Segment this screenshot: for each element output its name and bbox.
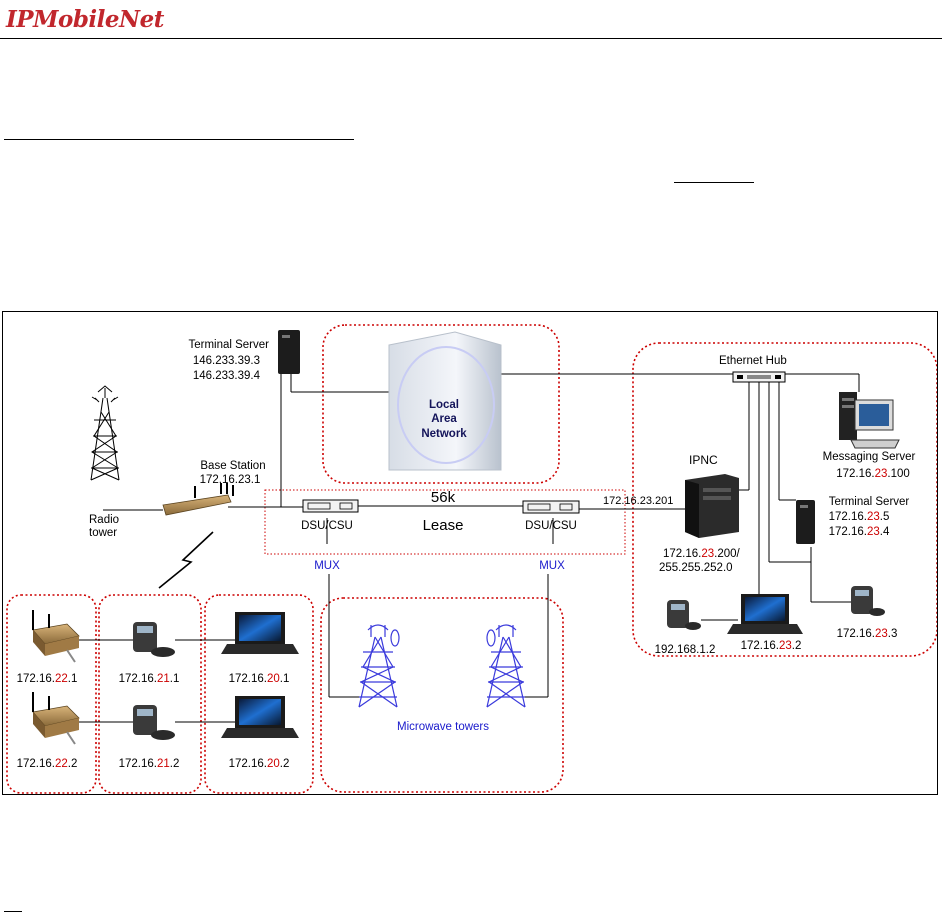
company-logo: IPMobileNet <box>6 6 164 33</box>
mux-right-label: MUX <box>539 560 565 572</box>
heading-underline <box>4 139 354 140</box>
phone-1-icon <box>133 622 175 657</box>
terminal-server-right-icon <box>796 500 815 544</box>
laptop-1-ip: 172.16.20.1 <box>229 673 290 685</box>
lease-group-border <box>264 489 626 555</box>
ipnc-label: IPNC <box>689 453 718 467</box>
lease-label-1: 56k <box>431 489 456 506</box>
ethernet-hub-icon <box>732 371 786 383</box>
lan-group-border <box>322 324 560 484</box>
laptop-1-icon <box>221 612 299 654</box>
lan-label-1: Local <box>429 399 459 411</box>
radio-tower-label-1: Radio <box>89 514 119 526</box>
phone-right-2-icon <box>851 586 885 616</box>
radio-tower-icon <box>90 385 120 481</box>
messaging-server-icon <box>839 392 900 449</box>
phone-2-ip: 172.16.21.2 <box>119 758 180 770</box>
modem-2-icon <box>32 692 80 745</box>
radio-tower-label-2: tower <box>89 527 117 539</box>
microwave-towers-label: Microwave towers <box>397 721 489 733</box>
mux-left-label: MUX <box>314 560 340 572</box>
base-station-label: Base Station <box>200 460 265 472</box>
network-diagram-svg: Local Area Network Terminal Server 146.2… <box>6 324 937 794</box>
ipnc-ip: 172.16.23.200/ <box>663 548 741 560</box>
dsu-csu-left-label: DSU/CSU <box>301 520 353 532</box>
lan-label-2: Area <box>431 413 457 425</box>
logo-text: IPMobileNet <box>6 6 164 33</box>
messaging-server-ip: 172.16.23.100 <box>836 468 910 480</box>
laptop-right-icon <box>727 594 803 634</box>
group-borders <box>6 324 937 794</box>
microwave-tower-right-icon <box>486 624 526 708</box>
terminal-server-top-label: Terminal Server <box>188 339 269 351</box>
terminal-server-right-label: Terminal Server <box>829 496 910 508</box>
ipnc-mask: 255.255.252.0 <box>659 562 733 574</box>
laptop-2-ip: 172.16.20.2 <box>229 758 290 770</box>
lease-label-2: Lease <box>423 517 464 534</box>
header-divider <box>0 38 942 39</box>
terminal-server-right-ip2: 172.16.23.4 <box>829 526 890 538</box>
microwave-group-border <box>320 597 564 793</box>
terminal-server-top-ip1: 146.233.39.3 <box>193 355 260 367</box>
base-station-ip: 172.16.23.1 <box>200 474 261 486</box>
wireless-link-icon <box>158 531 214 589</box>
phone-1-ip: 172.16.21.1 <box>119 673 180 685</box>
phone-right-1-icon <box>667 600 701 630</box>
messaging-server-label: Messaging Server <box>823 451 916 463</box>
phone-2-icon <box>133 705 175 740</box>
network-diagram: Local Area Network Terminal Server 146.2… <box>2 311 938 795</box>
text-underline <box>674 182 754 183</box>
terminal-server-right-ip1: 172.16.23.5 <box>829 511 890 523</box>
microwave-tower-left-icon <box>358 624 400 708</box>
laptop-2-icon <box>221 696 299 738</box>
modem-1-ip: 172.16.22.1 <box>17 673 78 685</box>
dsu-csu-right-icon <box>522 500 580 514</box>
terminal-server-top-ip2: 146.233.39.4 <box>193 370 261 382</box>
terminal-server-top-icon <box>278 330 300 374</box>
lan-building-icon <box>388 331 502 471</box>
dsu-csu-right-label: DSU/CSU <box>525 520 577 532</box>
lease-ip-label: 172.16.23.201 <box>603 495 673 507</box>
base-station-icon <box>162 483 234 516</box>
right-group-border <box>632 342 937 657</box>
modem-2-ip: 172.16.22.2 <box>17 758 78 770</box>
modem-group-border <box>6 594 97 794</box>
ipnc-server-icon <box>685 474 739 538</box>
modem-1-icon <box>32 610 80 663</box>
connection-lines <box>77 370 860 723</box>
phone-group-border <box>98 594 202 794</box>
laptop-group-border <box>204 594 314 794</box>
laptop-right-ip: 172.16.23.2 <box>741 640 802 652</box>
footer-underline <box>4 911 22 912</box>
lan-label-3: Network <box>421 428 467 440</box>
dsu-csu-left-icon <box>302 499 359 513</box>
ethernet-hub-label: Ethernet Hub <box>719 355 787 367</box>
phone-right-1-ip: 192.168.1.2 <box>655 644 716 656</box>
phone-right-2-ip: 172.16.23.3 <box>837 628 898 640</box>
